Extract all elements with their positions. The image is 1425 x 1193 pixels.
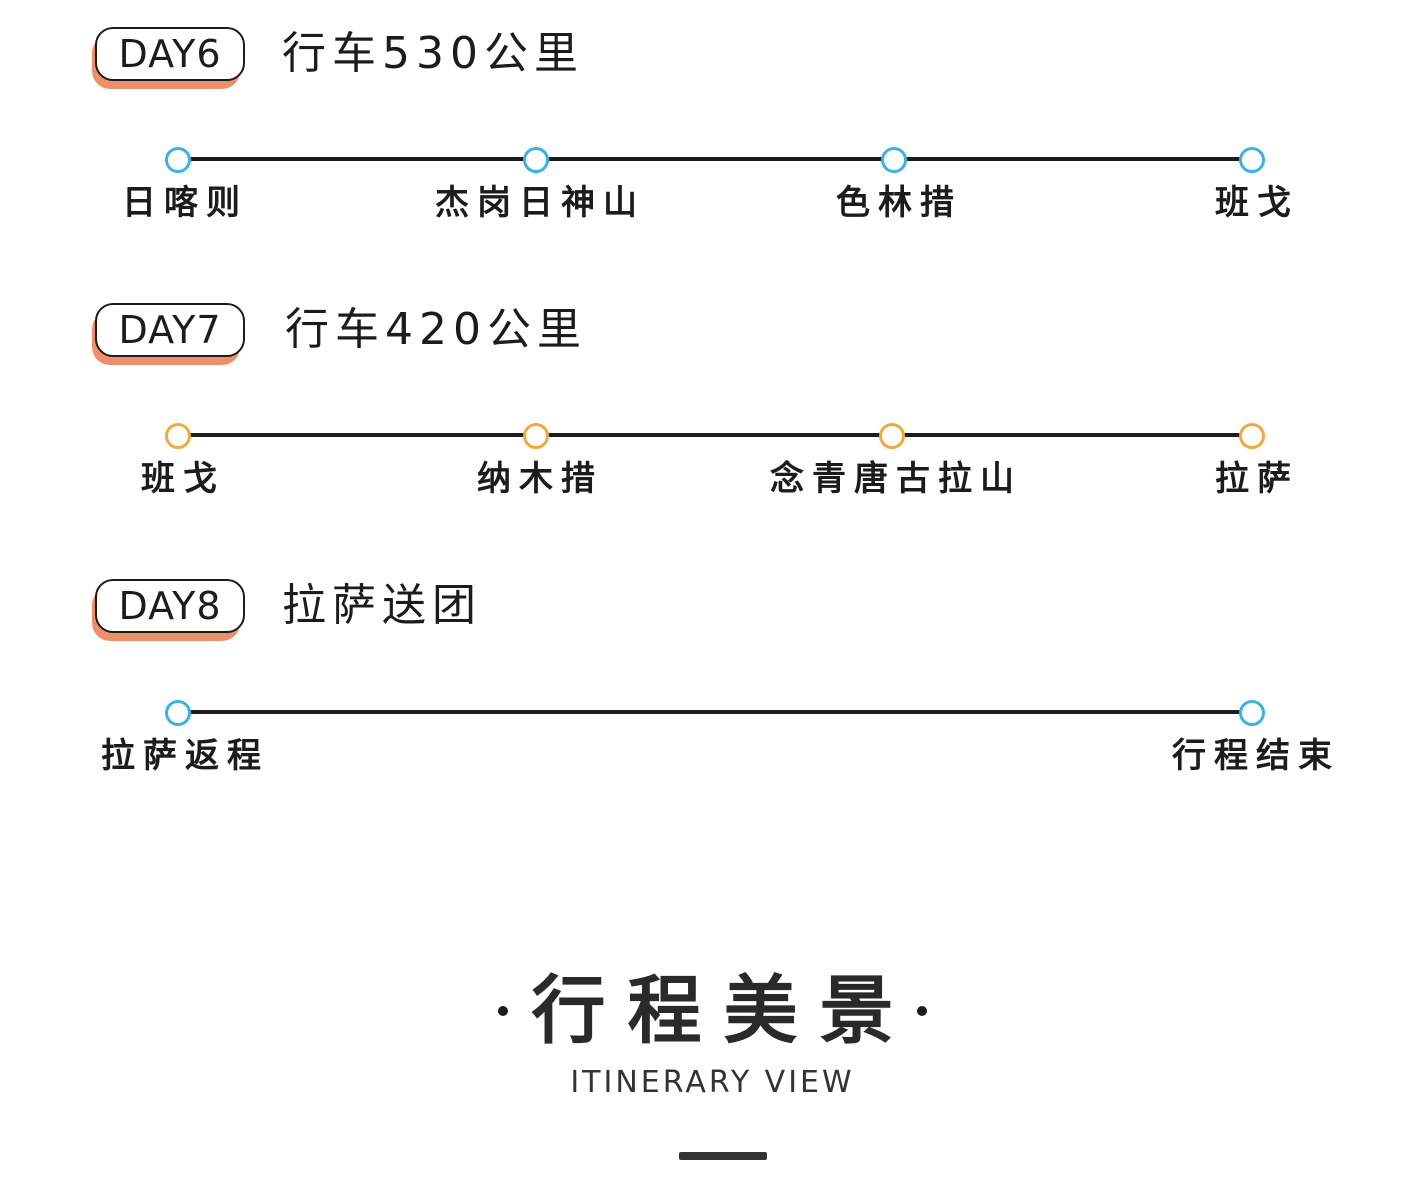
day7-badge-label: DAY7 [95, 303, 245, 357]
day6-stop-label-4: 班戈 [1215, 183, 1299, 223]
day7-stop-dot-1 [165, 423, 191, 449]
day6-badge-label: DAY6 [95, 27, 245, 81]
day7-route-line [178, 433, 1252, 437]
day6-title: 行车530公里 [282, 28, 584, 79]
day8-route-line [178, 710, 1252, 714]
day8-badge-label: DAY8 [95, 579, 245, 633]
left-dot-icon [498, 1005, 509, 1016]
section-subtitle: ITINERARY VIEW [570, 1065, 855, 1100]
day8-badge: DAY8 [92, 579, 245, 641]
day7-stop-dot-3 [879, 423, 905, 449]
day7-stop-label-3: 念青唐古拉山 [770, 459, 1022, 499]
day6-stop-dot-2 [523, 147, 549, 173]
day6-header: DAY6 行车530公里 [0, 27, 1425, 97]
day7-stop-dot-4 [1239, 423, 1265, 449]
day6-route-line [178, 157, 1252, 161]
day8-stop-label-2: 行程结束 [1172, 736, 1340, 776]
day6-route: 日喀则 杰岗日神山 色林措 班戈 [0, 147, 1425, 237]
section-underline [679, 1152, 767, 1160]
day7-header: DAY7 行车420公里 [0, 303, 1425, 373]
right-dot-icon [916, 1005, 927, 1016]
day7-route: 班戈 纳木措 念青唐古拉山 拉萨 [0, 423, 1425, 513]
day6-stop-label-1: 日喀则 [122, 183, 248, 223]
day8-title: 拉萨送团 [282, 580, 482, 631]
section-title: 行程美景 [531, 967, 916, 1054]
day7-stop-label-4: 拉萨 [1215, 459, 1299, 499]
day6-stop-label-3: 色林措 [836, 183, 962, 223]
section-title-row: 行程美景 [0, 965, 1425, 1055]
day7-stop-dot-2 [523, 423, 549, 449]
day6-stop-dot-1 [165, 147, 191, 173]
day8-route: 拉萨返程 行程结束 [0, 700, 1425, 790]
day6-stop-dot-3 [881, 147, 907, 173]
day6-stop-dot-4 [1239, 147, 1265, 173]
day7-title: 行车420公里 [285, 304, 587, 355]
day7-badge: DAY7 [92, 303, 245, 365]
day6-badge: DAY6 [92, 27, 245, 89]
day6-stop-label-2: 杰岗日神山 [435, 183, 645, 223]
day8-header: DAY8 拉萨送团 [0, 579, 1425, 649]
day7-stop-label-1: 班戈 [141, 459, 225, 499]
day8-stop-dot-1 [165, 700, 191, 726]
day8-stop-dot-2 [1239, 700, 1265, 726]
itinerary-view-heading: 行程美景 ITINERARY VIEW [0, 965, 1425, 1160]
day7-stop-label-2: 纳木措 [477, 459, 603, 499]
day8-stop-label-1: 拉萨返程 [101, 736, 269, 776]
